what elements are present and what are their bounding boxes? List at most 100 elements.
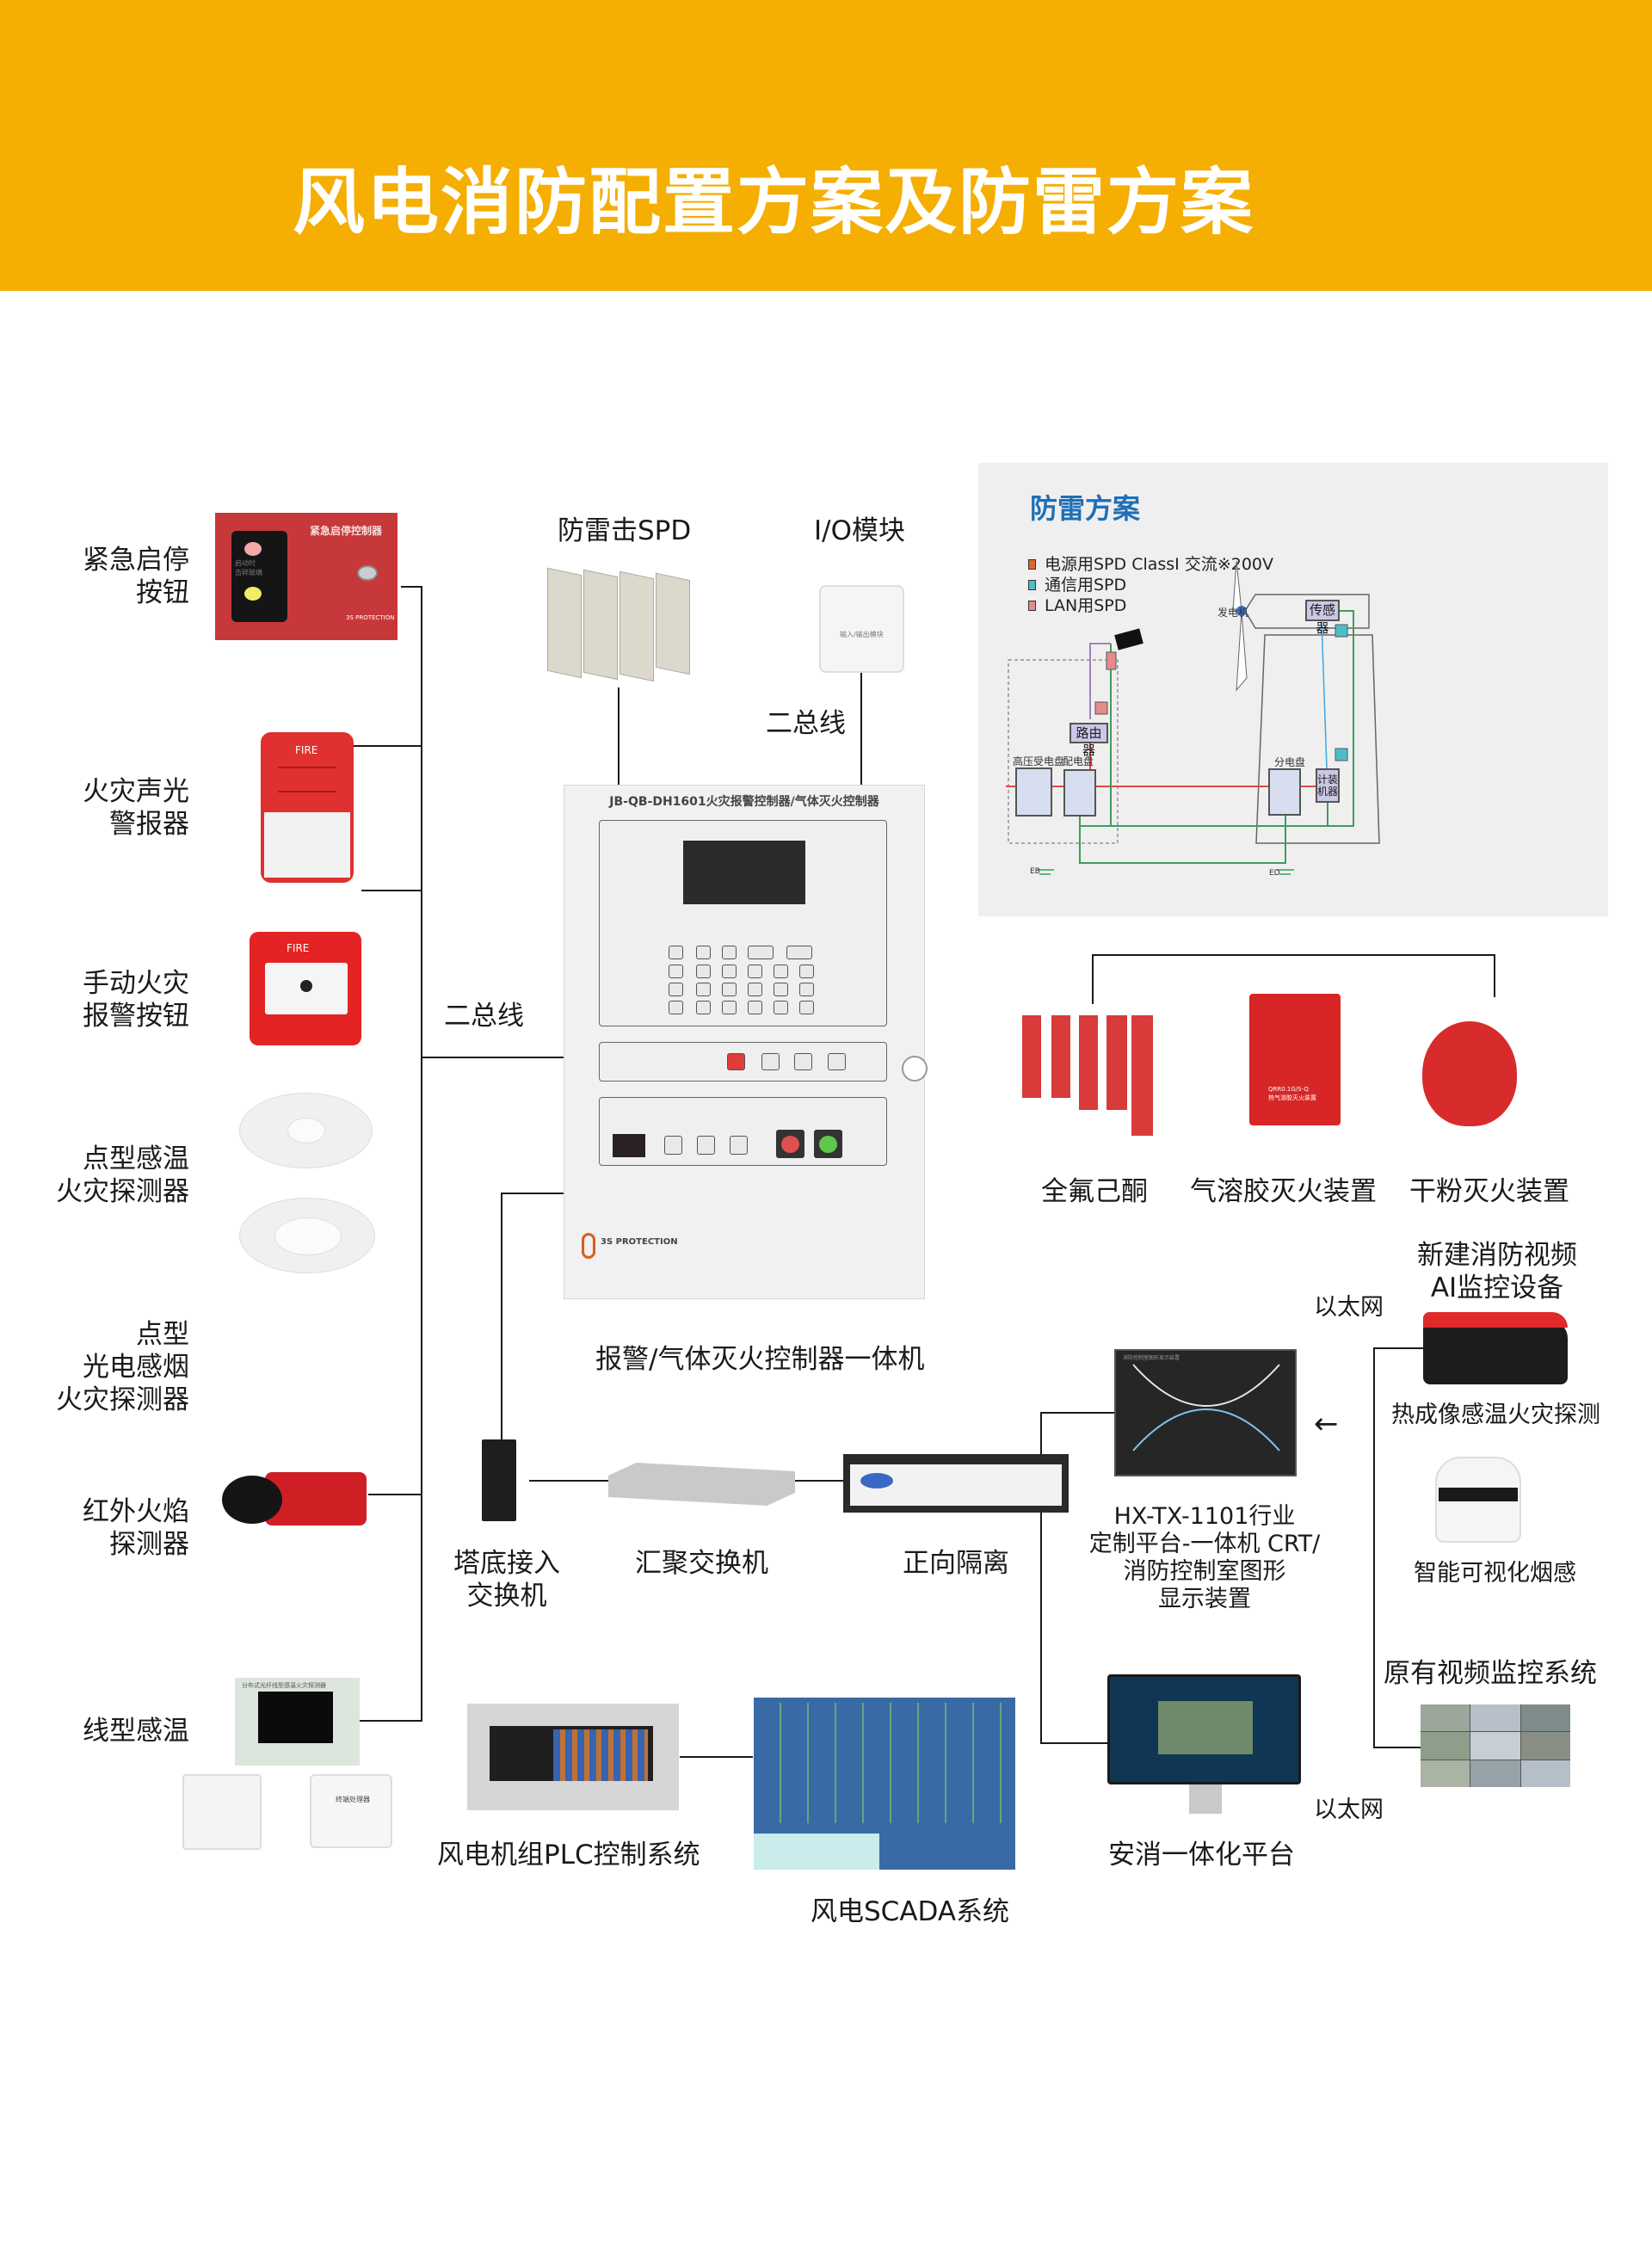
smoke-detector xyxy=(239,1198,375,1273)
linear-heat-junction-box xyxy=(182,1774,262,1850)
keypad-key[interactable] xyxy=(799,983,814,996)
aerosol-device: QRR0.1G/S-Q 热气溶胶灭火装置 xyxy=(1249,994,1341,1125)
lan-line xyxy=(1089,643,1111,719)
segment-display xyxy=(613,1134,645,1157)
keypad-key[interactable] xyxy=(774,983,788,996)
integrated-platform-monitor xyxy=(1107,1674,1301,1816)
suppression-tube xyxy=(1106,1015,1127,1110)
reset-button[interactable] xyxy=(761,1053,780,1070)
sensor-box: 传感器 xyxy=(1305,600,1340,636)
device-title: 输入/输出模块 xyxy=(840,631,884,638)
keypad-key[interactable] xyxy=(669,983,683,996)
connector-linear-heat xyxy=(360,1720,422,1722)
spd-modules xyxy=(533,559,706,687)
keypad-key[interactable] xyxy=(722,965,737,978)
camera-body xyxy=(1423,1321,1568,1384)
keypad-key[interactable] xyxy=(696,965,711,978)
stop-indicator xyxy=(244,587,262,601)
header-banner xyxy=(0,0,1652,291)
label-manual-call-point: 手动火灾 报警按钮 xyxy=(83,968,189,1032)
scada-screen xyxy=(754,1698,1015,1870)
connector-suppression-left xyxy=(1092,954,1094,1004)
keypad-key[interactable] xyxy=(799,1001,814,1014)
monitor-stand xyxy=(1189,1784,1222,1814)
lightning-wiring-diagram xyxy=(1006,560,1380,875)
keypad-key[interactable] xyxy=(748,1001,762,1014)
video-tile xyxy=(1421,1704,1470,1732)
legend-swatch-power xyxy=(1028,559,1036,570)
keypad-key[interactable] xyxy=(722,983,737,996)
terminal-processor-box: 终端处理器 xyxy=(310,1774,392,1848)
ground-line xyxy=(1081,610,1354,827)
spd-module xyxy=(620,570,654,682)
suppression-tube xyxy=(1051,1015,1070,1098)
lightning-title: 防雷方案 xyxy=(1030,492,1141,525)
video-tile xyxy=(1470,1732,1520,1760)
keypad-key[interactable] xyxy=(786,946,812,959)
keypad-key[interactable] xyxy=(696,983,711,996)
silence-button[interactable] xyxy=(727,1053,745,1070)
keypad-key[interactable] xyxy=(799,965,814,978)
keypad-key[interactable] xyxy=(748,946,774,959)
emergency-stop-button[interactable] xyxy=(814,1130,842,1158)
gas-button[interactable] xyxy=(697,1136,715,1155)
comm-spd-icon xyxy=(1335,748,1348,761)
key-switch-knob[interactable] xyxy=(902,1056,928,1082)
lan-spd-icon xyxy=(1094,701,1108,715)
device-title: 紧急启停控制器 xyxy=(309,525,382,537)
legend-item: 电源用SPD ClassI 交流※200V xyxy=(1028,554,1273,575)
keypad-key[interactable] xyxy=(696,1001,711,1014)
dist-panel-box xyxy=(1063,769,1096,817)
gas-button[interactable] xyxy=(664,1136,682,1155)
keypad-key[interactable] xyxy=(669,946,683,959)
detector-lens-hood xyxy=(222,1476,282,1524)
push-button-icon xyxy=(300,980,312,992)
label-sounder: 火灾声光 警报器 xyxy=(83,776,189,840)
keypad-key[interactable] xyxy=(722,1001,737,1014)
keypad-key[interactable] xyxy=(722,946,737,959)
connector-video-v xyxy=(1373,1347,1375,1748)
heat-detector xyxy=(239,1093,373,1168)
keypad-key[interactable] xyxy=(774,965,788,978)
keypad-key[interactable] xyxy=(748,983,762,996)
spd-module xyxy=(656,572,690,675)
legend-swatch-lan xyxy=(1028,601,1036,611)
lcd-screen xyxy=(258,1692,333,1743)
linear-heat-controller: 分布式光纤线型感温火灾探测器 xyxy=(235,1678,360,1766)
ground-line xyxy=(1079,786,1286,864)
connector-suppression-top xyxy=(1092,954,1495,956)
keypad-key[interactable] xyxy=(774,1001,788,1014)
label-heat-detector: 点型感温 火灾探测器 xyxy=(56,1143,189,1207)
suppression-tube xyxy=(1131,1015,1153,1136)
push-plate xyxy=(265,963,348,1014)
mute-button[interactable] xyxy=(794,1053,812,1070)
screen-arc xyxy=(1132,1364,1280,1407)
connector-io-module xyxy=(860,673,862,785)
suppression-tube xyxy=(1079,1015,1098,1110)
label-scada: 风电SCADA系统 xyxy=(811,1896,1010,1927)
gas-button[interactable] xyxy=(730,1136,748,1155)
label-crt: HX-TX-1101行业 定制平台-一体机 CRT/ 消防控制室图形 显示装置 xyxy=(1088,1503,1321,1612)
keypad-key[interactable] xyxy=(748,965,762,978)
start-indicator xyxy=(244,542,262,556)
keypad-key[interactable] xyxy=(669,1001,683,1014)
connector-manual-call-point xyxy=(361,890,422,891)
plc-cabinet-photo xyxy=(467,1704,679,1810)
window-text: 启动时 击碎玻璃 xyxy=(235,559,262,576)
emergency-start-button[interactable] xyxy=(776,1130,804,1158)
connector-spd xyxy=(618,687,620,785)
generator-label: 发电机 xyxy=(1217,607,1249,619)
label-legacy-video: 原有视频监控系统 xyxy=(1384,1658,1597,1689)
controller-brand: 3S PROTECTION xyxy=(601,1237,678,1247)
connector-agg-isolator xyxy=(795,1480,847,1482)
connector-tower-agg xyxy=(529,1480,608,1482)
crt-screen-graphic xyxy=(1132,1364,1280,1452)
check-button[interactable] xyxy=(828,1053,846,1070)
keypad-key[interactable] xyxy=(669,965,683,978)
video-tile xyxy=(1520,1760,1570,1787)
key-switch-icon xyxy=(357,565,378,581)
keypad-key[interactable] xyxy=(696,946,711,959)
blade xyxy=(1236,610,1248,692)
connector-controller-to-switch-v xyxy=(501,1193,502,1442)
label-platform: 安消一体化平台 xyxy=(1108,1840,1295,1871)
